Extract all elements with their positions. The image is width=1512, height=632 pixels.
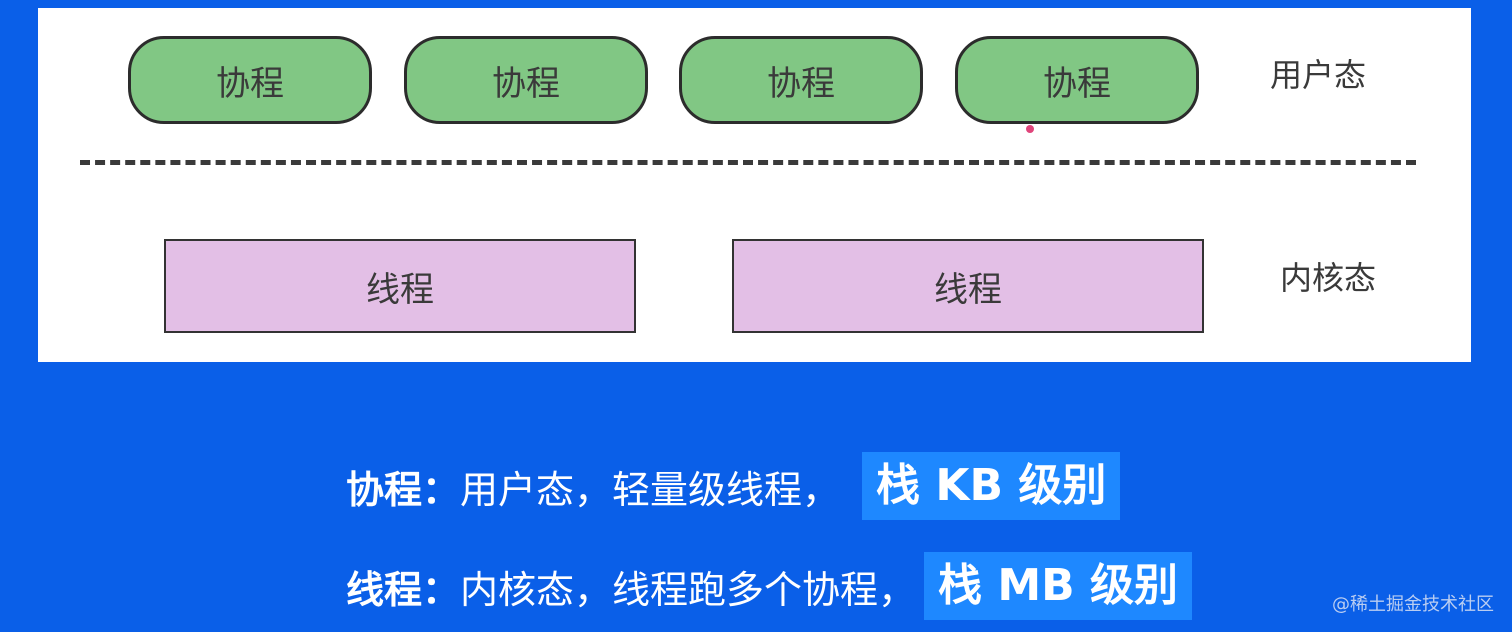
caption-description: 用户态，轻量级线程，	[460, 467, 841, 512]
watermark: @稀土掘金技术社区	[1332, 594, 1494, 615]
coroutine-box: 协程	[128, 36, 372, 124]
caption-highlight: 栈 MB 级别	[924, 552, 1193, 620]
diagram-panel: 协程 协程 协程 协程 用户态 线程 线程 内核态	[38, 8, 1471, 362]
caption-term: 协程	[346, 467, 423, 512]
kernel-mode-label: 内核态	[1280, 259, 1377, 297]
pointer-dot-icon	[1026, 125, 1034, 133]
user-mode-label: 用户态	[1270, 56, 1367, 94]
caption-thread: 线程 ： 内核态，线程跑多个协程， 栈 MB 级别	[346, 552, 1193, 620]
caption-description: 内核态，线程跑多个协程，	[460, 567, 917, 612]
caption-highlight: 栈 KB 级别	[862, 452, 1121, 520]
thread-box: 线程	[164, 239, 636, 333]
caption-coroutine: 协程 ： 用户态，轻量级线程， 栈 KB 级别	[346, 452, 1121, 520]
caption-term: 线程	[346, 567, 423, 612]
caption-colon: ：	[422, 467, 461, 512]
coroutine-box: 协程	[679, 36, 923, 124]
coroutine-box: 协程	[955, 36, 1199, 124]
thread-box: 线程	[732, 239, 1204, 333]
caption-colon: ：	[422, 567, 461, 612]
coroutine-box: 协程	[404, 36, 648, 124]
user-kernel-divider	[80, 160, 1416, 165]
